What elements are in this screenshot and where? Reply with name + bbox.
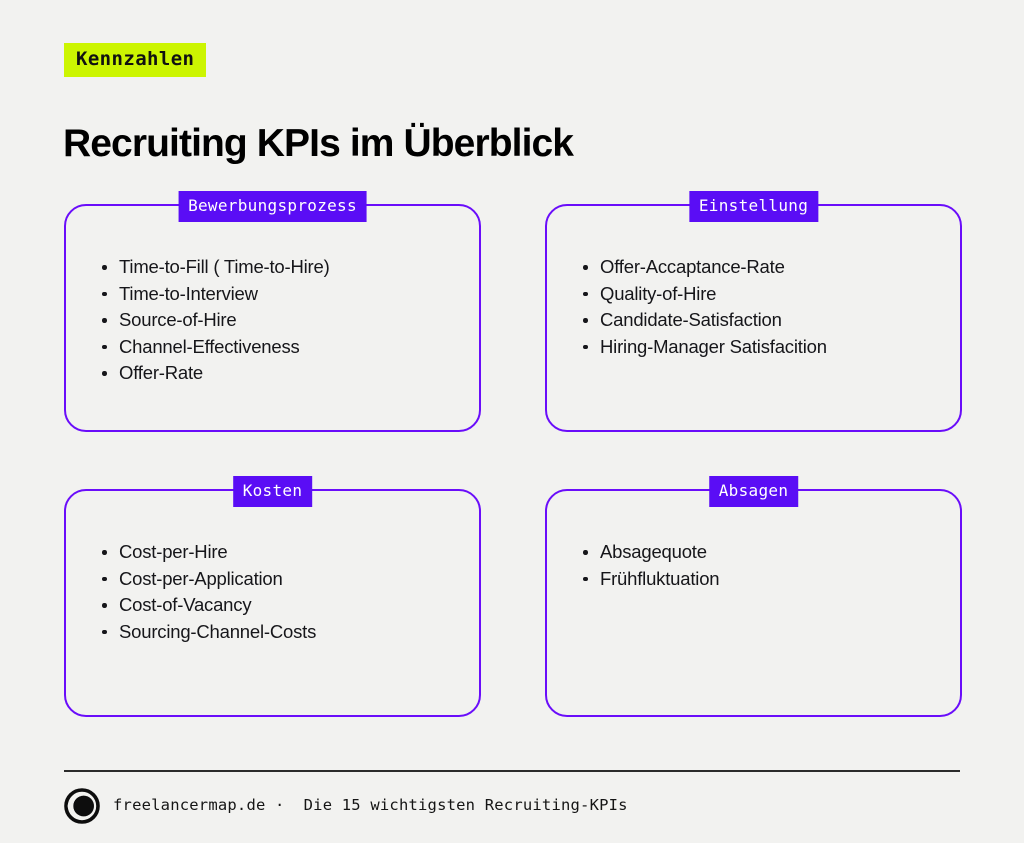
- list-item: Sourcing-Channel-Costs: [102, 619, 459, 646]
- list-item: Hiring-Manager Satisfacition: [583, 334, 940, 361]
- list-item: Candidate-Satisfaction: [583, 307, 940, 334]
- list-item: Quality-of-Hire: [583, 281, 940, 308]
- list-item: Channel-Effectiveness: [102, 334, 459, 361]
- freelancermap-logo-icon: [64, 788, 100, 824]
- kpi-list: Absagequote Frühfluktuation: [583, 539, 940, 592]
- card-badge: Absagen: [708, 476, 799, 507]
- kpi-list: Time-to-Fill ( Time-to-Hire) Time-to-Int…: [102, 254, 459, 387]
- card-kosten: Kosten Cost-per-Hire Cost-per-Applicatio…: [64, 476, 481, 717]
- card-bewerbungsprozess: Bewerbungsprozess Time-to-Fill ( Time-to…: [64, 191, 481, 432]
- list-item: Time-to-Interview: [102, 281, 459, 308]
- kpi-list: Offer-Accaptance-Rate Quality-of-Hire Ca…: [583, 254, 940, 360]
- card-badge: Einstellung: [688, 191, 819, 222]
- footer-text: freelancermap.de · Die 15 wichtigsten Re…: [113, 796, 628, 815]
- page-title: Recruiting KPIs im Überblick: [63, 122, 574, 166]
- eyebrow-badge: Kennzahlen: [64, 43, 207, 77]
- footer-divider: [64, 770, 960, 772]
- list-item: Cost-per-Hire: [102, 539, 459, 566]
- card-absagen: Absagen Absagequote Frühfluktuation: [545, 476, 962, 717]
- list-item: Offer-Rate: [102, 360, 459, 387]
- list-item: Source-of-Hire: [102, 307, 459, 334]
- list-item: Cost-per-Application: [102, 566, 459, 593]
- list-item: Cost-of-Vacancy: [102, 592, 459, 619]
- list-item: Time-to-Fill ( Time-to-Hire): [102, 254, 459, 281]
- list-item: Frühfluktuation: [583, 566, 940, 593]
- kpi-list: Cost-per-Hire Cost-per-Application Cost-…: [102, 539, 459, 645]
- card-badge: Bewerbungsprozess: [178, 191, 367, 222]
- list-item: Offer-Accaptance-Rate: [583, 254, 940, 281]
- list-item: Absagequote: [583, 539, 940, 566]
- cards-grid: Bewerbungsprozess Time-to-Fill ( Time-to…: [64, 191, 962, 717]
- footer: freelancermap.de · Die 15 wichtigsten Re…: [64, 788, 628, 824]
- card-einstellung: Einstellung Offer-Accaptance-Rate Qualit…: [545, 191, 962, 432]
- card-badge: Kosten: [232, 476, 313, 507]
